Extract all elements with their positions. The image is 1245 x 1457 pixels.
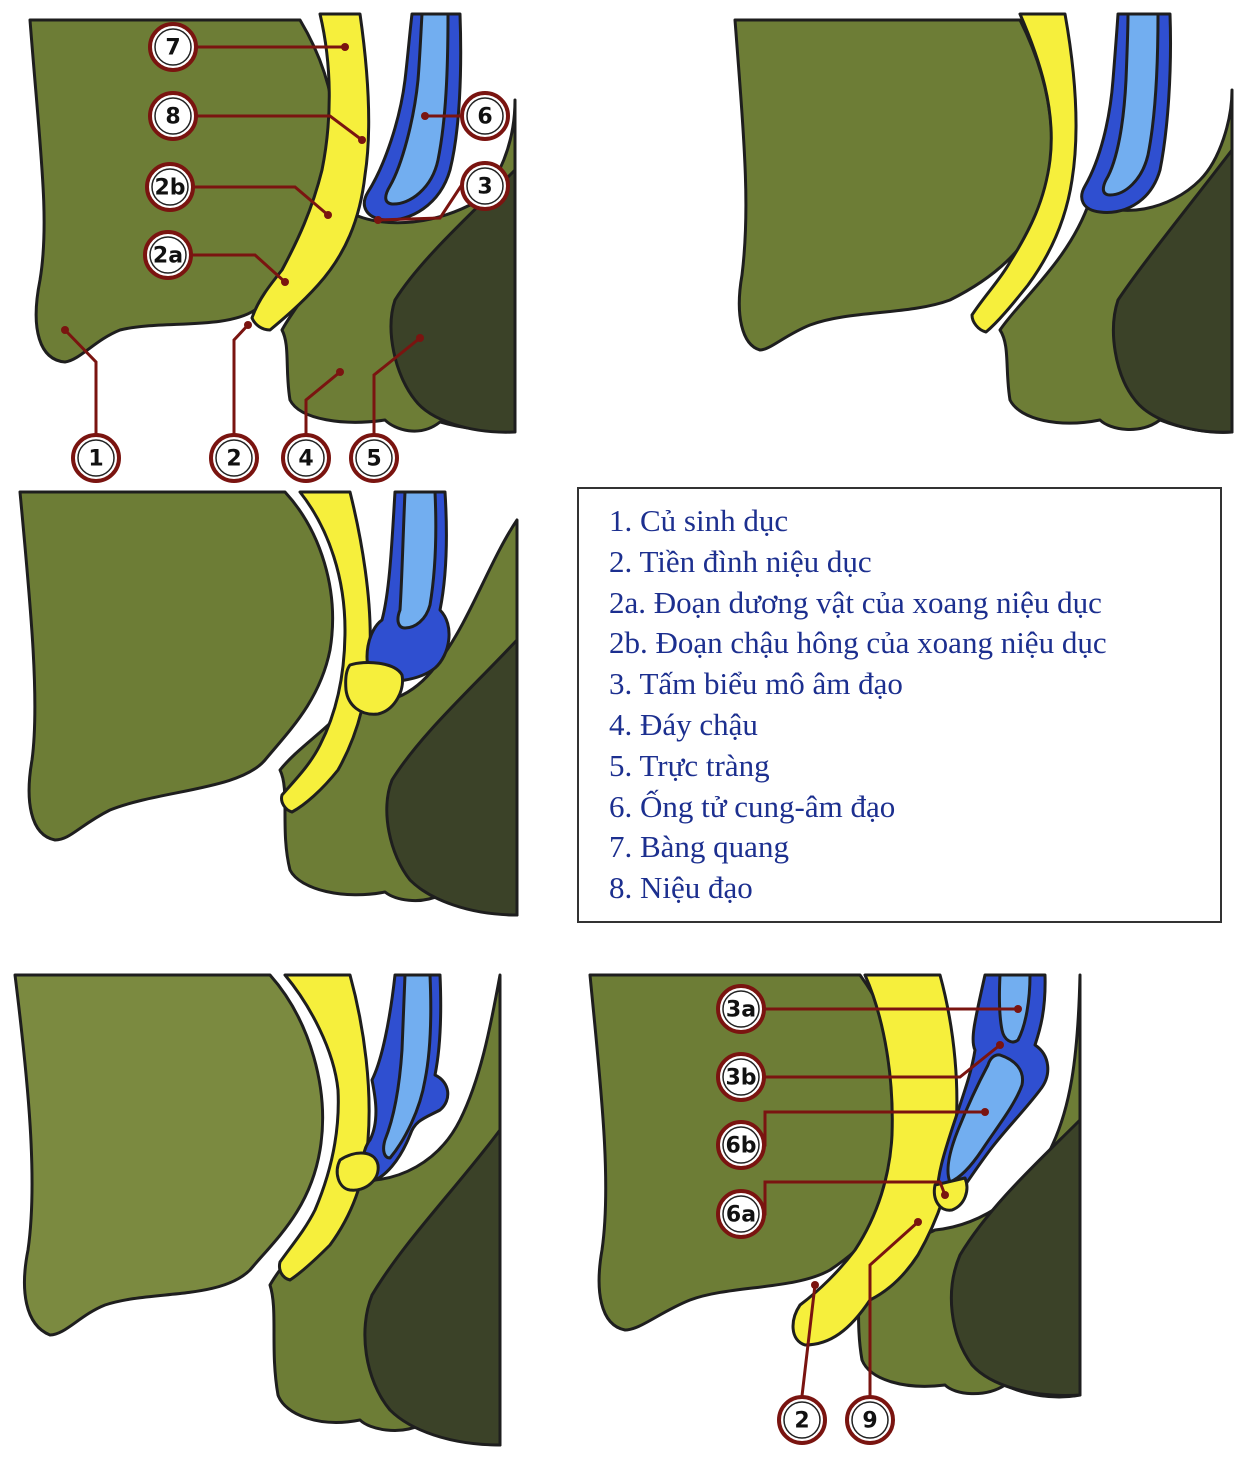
- leader-dot-2b: [324, 211, 332, 219]
- callout-label-7: 7: [165, 36, 180, 61]
- callout-label-3a: 3a: [726, 998, 756, 1023]
- legend-item-2a: 2a. Đoạn dương vật của xoang niệu dục: [609, 583, 1220, 624]
- panel-stage-1: 7 8 2b 2a 6 3 1 2 4 5: [30, 14, 515, 481]
- callout-label-6: 6: [477, 105, 492, 130]
- legend-box: 1. Củ sinh dục 2. Tiền đình niệu dục 2a.…: [577, 487, 1222, 923]
- legend-item-4: 4. Đáy chậu: [609, 705, 1220, 746]
- leader-dot-6a: [941, 1191, 949, 1199]
- callout-label-6b: 6b: [725, 1134, 756, 1159]
- leader-dot-3: [374, 216, 382, 224]
- legend-item-8: 8. Niệu đạo: [609, 868, 1220, 909]
- panel-stage-3: [20, 492, 517, 915]
- callout-label-6a: 6a: [726, 1203, 756, 1228]
- legend-item-5: 5. Trực tràng: [609, 746, 1220, 787]
- legend-item-6: 6. Ống tử cung-âm đạo: [609, 787, 1220, 828]
- leader-dot-3a: [1014, 1005, 1022, 1013]
- leader-dot-6: [421, 112, 429, 120]
- leader-dot-2a: [281, 278, 289, 286]
- leader-dot-1: [61, 326, 69, 334]
- leader-dot-2: [244, 321, 252, 329]
- panel-stage-5: 3a 3b 6b 6a 2 9: [590, 975, 1080, 1443]
- callout-label-2b: 2b: [154, 176, 185, 201]
- legend-item-3: 3. Tấm biểu mô âm đạo: [609, 664, 1220, 705]
- panel-stage-2: [735, 14, 1232, 432]
- callout-label-1: 1: [88, 447, 103, 472]
- callout-label-3: 3: [477, 175, 492, 200]
- callout-label-9: 9: [862, 1409, 877, 1434]
- leader-dot-4: [336, 368, 344, 376]
- leader-dot-6b: [981, 1108, 989, 1116]
- callout-label-2: 2: [794, 1409, 809, 1434]
- callout-2: 2: [211, 321, 257, 481]
- leader-dot-9: [914, 1218, 922, 1226]
- legend-item-2b: 2b. Đoạn chậu hông của xoang niệu dục: [609, 623, 1220, 664]
- legend-item-7: 7. Bàng quang: [609, 827, 1220, 868]
- callout-label-5: 5: [366, 447, 381, 472]
- callout-label-2a: 2a: [153, 244, 183, 269]
- legend-item-1: 1. Củ sinh dục: [609, 501, 1220, 542]
- callout-label-4: 4: [298, 447, 313, 472]
- leader-dot-7: [341, 43, 349, 51]
- leader-dot-5: [416, 334, 424, 342]
- legend-item-2: 2. Tiền đình niệu dục: [609, 542, 1220, 583]
- callout-label-8: 8: [165, 105, 180, 130]
- canal-lumen-3: [398, 492, 436, 628]
- leader-dot-2: [811, 1281, 819, 1289]
- panel-stage-4: [15, 975, 500, 1445]
- callout-label-3b: 3b: [725, 1066, 756, 1091]
- leader-dot-3b: [996, 1041, 1004, 1049]
- callout-label-2: 2: [226, 447, 241, 472]
- leader-dot-8: [358, 136, 366, 144]
